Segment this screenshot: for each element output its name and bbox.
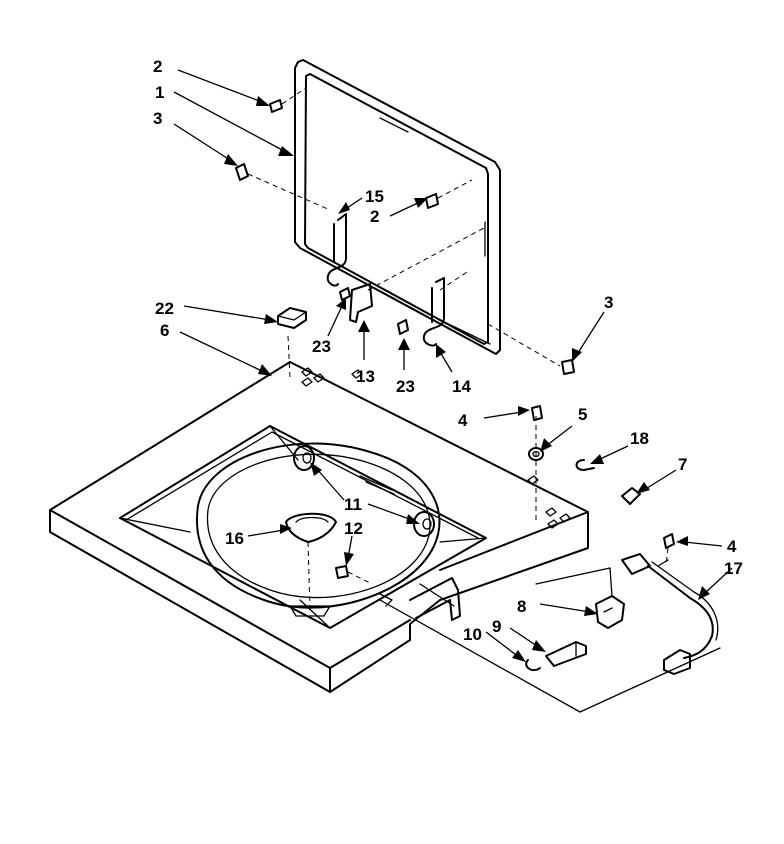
- callout-2-top: 2: [153, 57, 162, 76]
- callout-14: 14: [452, 377, 471, 396]
- callout-23-right: 23: [396, 377, 415, 396]
- screw-3-right: [561, 359, 575, 375]
- grommet-5: [528, 447, 544, 461]
- callout-6: 6: [160, 321, 169, 340]
- screw-4-top: [531, 405, 543, 421]
- callout-11: 11: [344, 495, 362, 514]
- lid-frame: [294, 59, 501, 355]
- callout-5: 5: [578, 405, 587, 424]
- callout-3-left: 3: [153, 109, 162, 128]
- agitator-cap: [285, 512, 337, 611]
- callout-4-top: 4: [458, 411, 468, 430]
- callout-8: 8: [517, 597, 526, 616]
- fastener-paths: [247, 87, 561, 520]
- switch-mounting-bracket: [379, 577, 461, 621]
- washer-top-panel: [49, 361, 589, 693]
- callout-9: 9: [492, 617, 501, 636]
- callout-12: 12: [344, 519, 363, 538]
- callout-2-middle: 2: [370, 207, 379, 226]
- callout-10: 10: [463, 625, 482, 644]
- callout-3-right: 3: [604, 293, 613, 312]
- lid-hinge-right: [422, 277, 445, 347]
- callout-labels: 2 1 3 15 2 3 22 6 23 13 23 14 4 5 18 7 1…: [153, 57, 743, 644]
- screw-2-middle: [425, 193, 439, 209]
- callout-7: 7: [678, 455, 687, 474]
- callout-17: 17: [724, 559, 743, 578]
- callout-leaders: [173, 69, 733, 662]
- callout-4-right: 4: [727, 537, 737, 556]
- callout-15: 15: [365, 187, 384, 206]
- hinge-pin-23-right: [397, 319, 409, 335]
- wire-clip-18: [575, 459, 595, 471]
- screw-2-top: [269, 99, 283, 113]
- hinge-pin-23-left: [339, 287, 351, 301]
- screw-12: [335, 565, 373, 585]
- lid-switch: [595, 595, 625, 629]
- callout-13: 13: [356, 367, 375, 386]
- callout-22: 22: [155, 299, 174, 318]
- lid-hinge-left: [326, 213, 347, 287]
- lid-switch-actuator: [545, 641, 587, 667]
- callout-16: 16: [225, 529, 244, 548]
- snubber-pad-rear: [293, 445, 315, 471]
- lid-bracket: [349, 283, 373, 323]
- screw-3-left: [235, 163, 249, 181]
- callout-23-left: 23: [312, 337, 331, 356]
- wire-harness: [621, 553, 719, 675]
- spring-clip-10: [525, 659, 541, 672]
- callout-1: 1: [155, 83, 164, 102]
- screw-4-right: [663, 533, 675, 567]
- wire-clip-7: [621, 487, 641, 505]
- callout-18: 18: [630, 429, 649, 448]
- lid-switch-guide-lines: [379, 567, 721, 713]
- lid-bumper-pad: [277, 307, 307, 329]
